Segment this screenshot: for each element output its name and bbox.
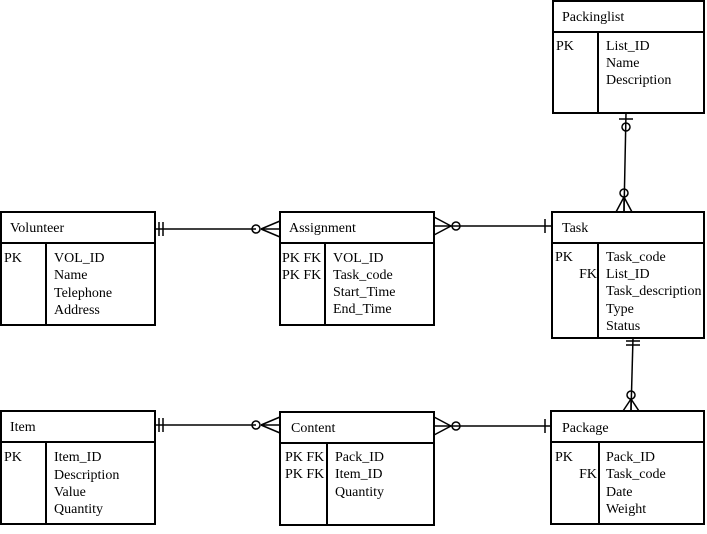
relationship-packinglist-task <box>615 112 633 213</box>
attribute-key: PK <box>4 251 22 266</box>
entity-title: Task <box>562 221 588 236</box>
attribute-name: Description <box>606 73 671 88</box>
attribute-name: Item_ID <box>335 467 382 482</box>
attribute-name: Pack_ID <box>335 450 384 465</box>
entity-title: Content <box>291 421 335 436</box>
attribute-name: List_ID <box>606 39 650 54</box>
attribute-name: Name <box>606 56 639 71</box>
relationship-item-content <box>155 416 281 434</box>
entity-assignment[interactable]: Assignment PK FK VOL_ID PK FK Task_code … <box>279 211 435 326</box>
attribute-name: Value <box>54 485 86 500</box>
attribute-name: Task_code <box>333 268 393 283</box>
entity-package[interactable]: Package PK Pack_ID FK Task_code Date Wei… <box>550 410 705 525</box>
attribute-name: Weight <box>606 502 646 517</box>
attribute-name: Task_code <box>606 467 666 482</box>
entity-task[interactable]: Task PK Task_code FK List_ID Task_descri… <box>551 211 705 339</box>
relationship-volunteer-assignment <box>155 220 281 238</box>
attribute-name: Pack_ID <box>606 450 655 465</box>
attribute-name: List_ID <box>606 267 650 282</box>
entity-volunteer[interactable]: Volunteer PK VOL_ID Name Telephone Addre… <box>0 211 156 326</box>
attribute-name: Name <box>54 268 87 283</box>
entity-packinglist[interactable]: Packinglist PK List_ID Name Description <box>552 0 705 114</box>
attribute-name: Quantity <box>335 485 384 500</box>
attribute-name: Start_Time <box>333 285 396 300</box>
attribute-name: Task_description <box>606 284 701 299</box>
attribute-name: Status <box>606 319 640 334</box>
attribute-key: PK FK <box>285 467 324 482</box>
attribute-key: FK <box>579 467 597 482</box>
relationship-content-package <box>433 416 551 436</box>
attribute-name: Description <box>54 468 119 483</box>
entity-title: Package <box>562 421 609 436</box>
attribute-name: End_Time <box>333 302 392 317</box>
relationship-assignment-task <box>433 216 552 236</box>
entity-title: Item <box>10 420 36 435</box>
attribute-name: Telephone <box>54 286 112 301</box>
attribute-name: Item_ID <box>54 450 101 465</box>
attribute-name: Task_code <box>606 250 666 265</box>
entity-title: Packinglist <box>562 10 624 25</box>
attribute-key: PK FK <box>285 450 324 465</box>
attribute-key: PK <box>556 39 574 54</box>
attribute-name: VOL_ID <box>333 251 384 266</box>
attribute-name: Address <box>54 303 100 318</box>
entity-item[interactable]: Item PK Item_ID Description Value Quanti… <box>0 410 156 525</box>
attribute-name: Quantity <box>54 502 103 517</box>
attribute-key: PK FK <box>282 251 321 266</box>
attribute-name: Date <box>606 485 632 500</box>
relationship-task-package <box>622 337 640 412</box>
attribute-name: Type <box>606 302 634 317</box>
attribute-key: FK <box>579 267 597 282</box>
entity-title: Volunteer <box>10 221 65 236</box>
attribute-key: PK <box>555 250 573 265</box>
attribute-key: PK <box>4 450 22 465</box>
entity-title: Assignment <box>289 221 356 236</box>
entity-content[interactable]: Content PK FK Pack_ID PK FK Item_ID Quan… <box>279 411 435 526</box>
attribute-key: PK FK <box>282 268 321 283</box>
attribute-key: PK <box>555 450 573 465</box>
attribute-name: VOL_ID <box>54 251 105 266</box>
